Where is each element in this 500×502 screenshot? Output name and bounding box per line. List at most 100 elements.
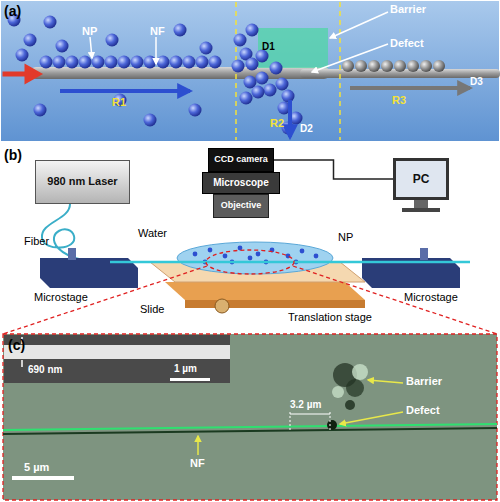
scale-bar <box>12 476 74 480</box>
motion-arrow <box>60 89 190 93</box>
nanoparticle-spheres <box>16 49 29 62</box>
camera-box: CCD camera <box>208 148 274 172</box>
zoom-outline <box>206 250 294 274</box>
zoom-outline <box>3 250 497 334</box>
nanoparticle-spheres <box>144 56 157 69</box>
zoom-outline <box>293 266 497 334</box>
scale-bar <box>12 476 74 480</box>
nanoparticle-spheres <box>234 34 247 47</box>
nanoparticle-spheres <box>40 56 53 69</box>
tapered-fiber <box>110 262 470 263</box>
region-divider <box>236 2 340 140</box>
figure-label: R1 <box>112 97 126 108</box>
nanoparticle-spheres <box>246 24 259 37</box>
nanoparticle-dots <box>300 249 305 254</box>
pc-monitor: PC <box>393 158 449 200</box>
node-text: CCD camera <box>214 155 268 164</box>
translation-stage <box>215 299 229 313</box>
barrier-block <box>258 28 328 68</box>
water-droplet <box>177 242 333 274</box>
nanoparticle-spheres <box>106 34 119 47</box>
nanoparticle-spheres <box>44 16 57 29</box>
leader-line <box>330 12 388 38</box>
figure-label: NF <box>190 458 205 469</box>
region-divider <box>339 2 341 140</box>
leader-line <box>368 380 403 383</box>
nanoparticle-spheres <box>276 78 289 91</box>
translation-stage <box>185 300 365 308</box>
sem-inset <box>21 360 23 367</box>
nanofiber-image <box>3 424 497 434</box>
nanoparticle-spheres <box>256 72 269 85</box>
node-text: 980 nm Laser <box>47 176 117 188</box>
pc-stand <box>402 208 440 212</box>
nanoparticle-spheres <box>232 60 245 73</box>
leader-line <box>340 412 403 424</box>
leader-line <box>198 380 403 455</box>
microscope-box: Microscope <box>202 172 280 194</box>
nanoparticle-spheres <box>105 56 118 69</box>
figure-label: (b) <box>4 148 22 162</box>
tapered-fiber <box>110 261 470 264</box>
nanoparticle-dots <box>223 254 228 259</box>
nanoparticle-spheres <box>170 56 183 69</box>
figure-label: Defect <box>390 38 424 49</box>
water-droplet <box>177 242 333 274</box>
leader-line <box>197 436 199 455</box>
barrier-image <box>346 379 364 397</box>
leader-line <box>312 44 388 72</box>
figure-label: Water <box>138 228 167 239</box>
figure-label: 1 µm <box>174 364 197 374</box>
figure-label: 5 µm <box>24 462 49 473</box>
nanoparticle-spheres <box>200 42 213 55</box>
barrier-image <box>352 364 368 380</box>
fiber-coil <box>42 204 110 262</box>
nanoparticle-spheres <box>157 56 170 69</box>
figure-label: R2 <box>270 118 284 129</box>
node-text: PC <box>413 173 430 186</box>
barrier-block <box>258 28 328 68</box>
laser-input-arrow <box>4 66 40 82</box>
translation-stage <box>165 282 365 300</box>
nanoparticle-spheres <box>144 114 157 127</box>
nanoparticle-spheres <box>24 34 37 47</box>
nanoparticle-spheres <box>433 60 445 72</box>
figure-label: 3.2 µm <box>290 400 321 410</box>
nanoparticle-dots <box>314 254 319 259</box>
figure-label: D3 <box>470 77 483 87</box>
figure-label: Defect <box>406 405 440 416</box>
figure-label: D2 <box>300 124 313 134</box>
figure-label: NP <box>338 232 353 243</box>
nanoparticle-spheres <box>174 24 187 37</box>
sem-inset <box>4 345 230 359</box>
nanoparticle-dots <box>193 252 198 257</box>
nanoparticle-spheres <box>407 60 419 72</box>
dimension-line <box>290 412 330 430</box>
figure-label: R3 <box>392 95 406 106</box>
objective-box: Objective <box>213 194 269 218</box>
motion-arrow <box>350 86 470 90</box>
nanoparticle-spheres <box>66 56 79 69</box>
nanoparticle-spheres <box>420 60 432 72</box>
leader-line <box>155 37 157 64</box>
figure-label: Barrier <box>406 376 442 387</box>
figure-label: Translation stage <box>288 312 372 323</box>
nanoparticle-spheres <box>189 104 202 117</box>
nanoparticle-spheres <box>381 60 393 72</box>
barrier-image <box>327 420 337 430</box>
nanoparticle-spheres <box>252 86 265 99</box>
translation-stage <box>165 282 365 313</box>
microstage <box>40 248 460 288</box>
microstage <box>68 248 76 260</box>
nanoparticle-dots <box>248 256 253 261</box>
dimension-line <box>290 412 291 430</box>
figure-label: 690 nm <box>28 365 62 375</box>
figure-label: Slide <box>140 304 164 315</box>
motion-arrow <box>60 88 470 137</box>
nanofiber-rod <box>30 67 330 79</box>
sem-inset <box>4 335 230 383</box>
nanoparticle-spheres <box>183 56 196 69</box>
